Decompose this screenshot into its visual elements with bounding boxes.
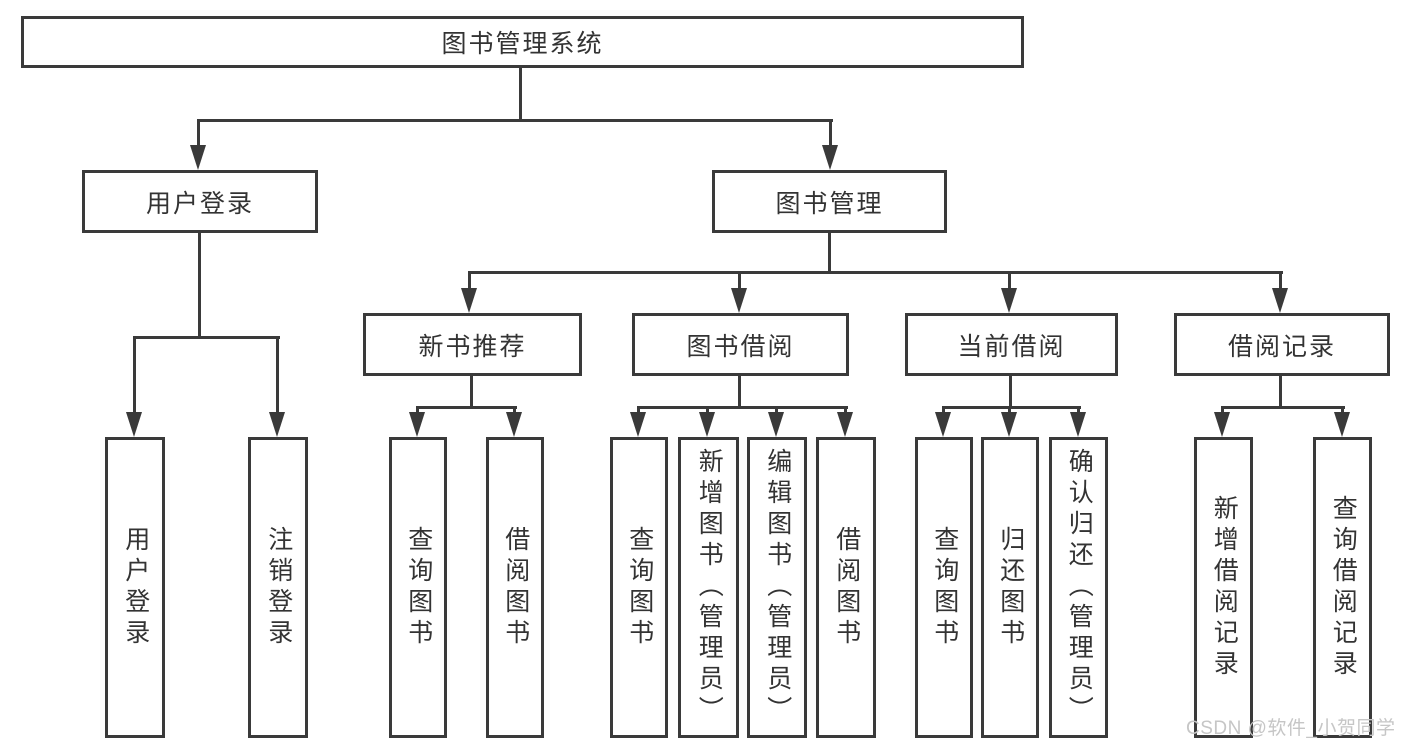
- connector-line: [637, 406, 848, 409]
- node-current-borrowing: 当前借阅: [905, 313, 1118, 376]
- connector-arrow: [935, 406, 952, 437]
- connector-line: [1221, 406, 1345, 409]
- leaf-label: 新增图书（管理员）: [695, 448, 724, 727]
- leaf-borrowing-borrow-books: 借阅图书: [816, 437, 876, 738]
- connector-line: [470, 376, 473, 409]
- connector-line: [416, 406, 517, 409]
- leaf-label: 确认归还（管理员）: [1065, 448, 1094, 727]
- node-new-book-recommendation: 新书推荐: [363, 313, 582, 376]
- connector-line: [738, 376, 741, 409]
- leaf-borrowing-add-books-admin: 新增图书（管理员）: [678, 437, 739, 738]
- node-label: 图书借阅: [686, 332, 795, 361]
- leaf-label: 借阅图书: [832, 525, 861, 650]
- connector-arrow: [126, 336, 143, 437]
- leaf-label: 注销登录: [264, 525, 293, 650]
- connector-arrow: [1001, 271, 1018, 313]
- csdn-watermark: CSDN @软件_小贺同学: [1186, 718, 1396, 739]
- connector-arrow: [269, 336, 286, 437]
- leaf-label: 查询图书: [404, 525, 433, 650]
- connector-line: [197, 119, 833, 122]
- node-library-management-system: 图书管理系统: [21, 16, 1024, 68]
- node-label: 新书推荐: [418, 332, 527, 361]
- leaf-newbook-borrow-books: 借阅图书: [486, 437, 544, 738]
- node-label: 当前借阅: [957, 332, 1066, 361]
- connector-line: [942, 406, 1081, 409]
- leaf-label: 用户登录: [121, 525, 150, 650]
- connector-line: [1009, 376, 1012, 409]
- connector-arrow: [699, 406, 716, 437]
- connector-arrow: [837, 406, 854, 437]
- node-book-borrowing: 图书借阅: [632, 313, 849, 376]
- leaf-current-confirm-return-admin: 确认归还（管理员）: [1049, 437, 1108, 738]
- leaf-label: 新增借阅记录: [1210, 494, 1239, 681]
- leaf-label: 查询图书: [625, 525, 654, 650]
- connector-arrow: [731, 271, 748, 313]
- connector-arrow: [630, 406, 647, 437]
- connector-line: [1279, 376, 1282, 409]
- leaf-current-query-books: 查询图书: [915, 437, 973, 738]
- connector-arrow: [1334, 406, 1351, 437]
- leaf-label: 查询借阅记录: [1329, 494, 1358, 681]
- connector-line: [468, 271, 1283, 274]
- leaf-newbook-query-books: 查询图书: [389, 437, 447, 738]
- connector-line: [519, 68, 522, 122]
- node-label: 图书管理系统: [441, 30, 604, 58]
- node-label: 用户登录: [145, 189, 254, 218]
- node-book-management: 图书管理: [712, 170, 947, 233]
- leaf-user-login: 用户登录: [105, 437, 165, 738]
- leaf-logout: 注销登录: [248, 437, 308, 738]
- leaf-current-return-books: 归还图书: [981, 437, 1039, 738]
- connector-arrow: [1214, 406, 1231, 437]
- connector-arrow: [190, 119, 207, 170]
- leaf-label: 编辑图书（管理员）: [763, 448, 792, 727]
- leaf-borrowing-edit-books-admin: 编辑图书（管理员）: [747, 437, 807, 738]
- leaf-label: 归还图书: [996, 525, 1025, 650]
- connector-arrow: [822, 119, 839, 170]
- connector-arrow: [768, 406, 785, 437]
- node-label: 借阅记录: [1227, 332, 1336, 361]
- connector-arrow: [1070, 406, 1087, 437]
- leaf-label: 借阅图书: [501, 525, 530, 650]
- leaf-records-query-record: 查询借阅记录: [1313, 437, 1372, 738]
- connector-arrow: [1001, 406, 1018, 437]
- connector-line: [133, 336, 280, 339]
- node-user-login: 用户登录: [82, 170, 318, 233]
- connector-arrow: [1272, 271, 1289, 313]
- node-borrowing-records: 借阅记录: [1174, 313, 1390, 376]
- connector-arrow: [461, 271, 478, 313]
- leaf-borrowing-query-books: 查询图书: [610, 437, 668, 738]
- connector-arrow: [506, 406, 523, 437]
- leaf-label: 查询图书: [930, 525, 959, 650]
- connector-arrow: [409, 406, 426, 437]
- node-label: 图书管理: [775, 189, 884, 218]
- connector-line: [828, 233, 831, 274]
- leaf-records-add-record: 新增借阅记录: [1194, 437, 1253, 738]
- connector-line: [198, 233, 201, 339]
